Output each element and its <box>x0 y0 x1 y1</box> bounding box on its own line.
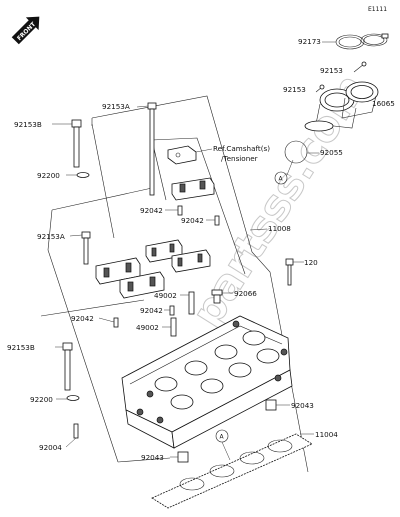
bolt-92153a-top[interactable] <box>136 102 157 196</box>
callout-92153a[interactable]: 92153A <box>37 232 65 241</box>
callout-92042[interactable]: 92042 <box>71 314 94 323</box>
callout-92043[interactable]: 92043 <box>141 453 164 462</box>
washer-92200-low[interactable] <box>56 395 80 401</box>
washer-92200-top[interactable] <box>66 172 90 178</box>
bolt-92153b-low[interactable] <box>55 342 73 391</box>
callout-92200[interactable]: 92200 <box>30 395 53 404</box>
callout-92055[interactable]: 92055 <box>320 148 343 157</box>
callout-49002[interactable]: 49002 <box>154 291 177 300</box>
diagram-code: E1111 <box>368 6 387 13</box>
oring-92055[interactable] <box>284 140 308 164</box>
dowel-92042-c[interactable] <box>164 305 175 316</box>
callout-16065[interactable]: 16065 <box>372 99 395 108</box>
callout-92042[interactable]: 92042 <box>140 206 163 215</box>
clip-92153-upper[interactable] <box>353 61 367 73</box>
callout-92042[interactable]: 92042 <box>181 216 204 225</box>
plug-92066[interactable] <box>211 289 233 304</box>
bolt-120[interactable] <box>285 258 304 286</box>
head-gasket-11004[interactable] <box>151 433 314 509</box>
camshaft-cap-row-2[interactable] <box>171 249 211 273</box>
front-arrow-icon: FRONT <box>11 16 40 45</box>
camshaft-cap-row-4[interactable] <box>119 271 165 299</box>
ref-marker-text: A <box>279 176 284 183</box>
callout-92200[interactable]: 92200 <box>37 171 60 180</box>
clip-92153-mid[interactable] <box>315 84 325 93</box>
callout-92173[interactable]: 92173 <box>298 37 321 46</box>
ref-marker-text: A <box>220 434 225 441</box>
callout-92153a[interactable]: 92153A <box>102 102 130 111</box>
callout-11004[interactable]: 11004 <box>315 430 338 439</box>
callout-92042[interactable]: 92042 <box>140 306 163 315</box>
callout-92043[interactable]: 92043 <box>291 401 314 410</box>
callout-92153[interactable]: 92153 <box>283 85 306 94</box>
holder-16065[interactable] <box>304 81 379 132</box>
callout-120[interactable]: 120 <box>304 258 318 267</box>
dowel-92043-a[interactable] <box>265 399 290 411</box>
dowel-92043-b[interactable] <box>170 451 189 463</box>
callout-92066[interactable]: 92066 <box>234 289 257 298</box>
bolt-92153b-top[interactable] <box>52 119 82 168</box>
callout-49002[interactable]: 49002 <box>136 323 159 332</box>
callout-92153[interactable]: 92153 <box>320 66 343 75</box>
plug-49002-a[interactable] <box>180 291 195 315</box>
bolt-92153a-mid[interactable] <box>69 231 91 265</box>
dowel-92042-b[interactable] <box>206 215 220 226</box>
callout-92153b[interactable]: 92153B <box>7 343 35 352</box>
callout-92004[interactable]: 92004 <box>39 443 62 452</box>
group-outline <box>40 95 309 473</box>
dowel-92042-d[interactable] <box>98 317 119 328</box>
camshaft-cap-upper[interactable] <box>171 177 215 201</box>
ref-marker-a-low: A <box>215 429 231 461</box>
ref-marker-a-top: A <box>274 159 294 185</box>
cylinder-head-11008[interactable] <box>121 315 293 449</box>
callout-92153b[interactable]: 92153B <box>14 120 42 129</box>
stud-92004[interactable] <box>65 423 79 448</box>
callout-ref-camshaft[interactable]: Ref.Camshaft(s) <box>213 144 270 153</box>
callout-ref-tensioner[interactable]: /Tensioner <box>221 154 258 163</box>
plug-49002-b[interactable] <box>162 317 177 337</box>
callout-11008[interactable]: 11008 <box>268 224 291 233</box>
dowel-92042-a[interactable] <box>165 205 183 216</box>
clamp-92173[interactable] <box>335 33 389 50</box>
camshaft-tensioner-ref <box>167 145 213 165</box>
camshaft-cap-row-3[interactable] <box>95 257 141 285</box>
